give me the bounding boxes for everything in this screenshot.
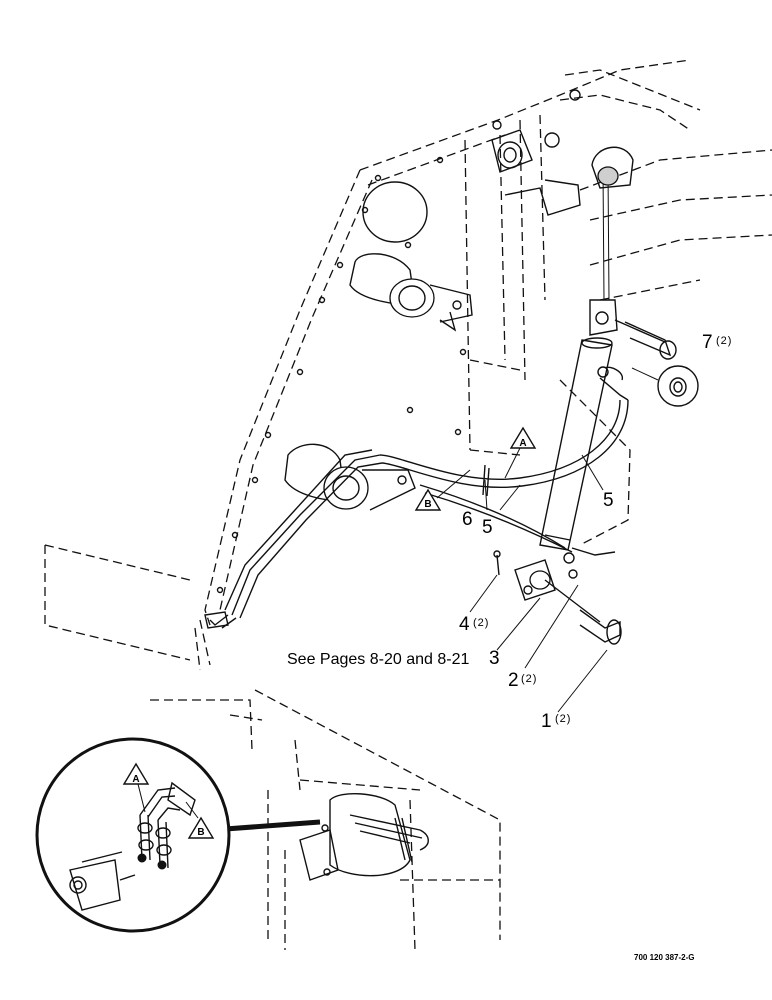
reference-note: See Pages 8-20 and 8-21	[287, 651, 469, 668]
frame-opening	[362, 181, 428, 243]
valve-block	[299, 792, 429, 881]
svg-text:7: 7	[702, 332, 713, 353]
svg-text:B: B	[424, 499, 431, 510]
marker-a-detail: A	[122, 762, 150, 813]
svg-text:1: 1	[541, 711, 552, 732]
svg-text:2: 2	[508, 670, 519, 691]
document-number: 700 120 387-2-G	[634, 953, 695, 962]
svg-text:5: 5	[603, 490, 614, 511]
hydraulic-cylinder	[539, 146, 634, 551]
lower-panel	[44, 544, 501, 951]
callout-3: 3	[489, 648, 500, 669]
bolt-small	[493, 550, 501, 576]
upper-hub	[349, 253, 473, 332]
svg-text:B: B	[197, 827, 204, 838]
svg-text:(2): (2)	[716, 335, 732, 347]
svg-text:3: 3	[489, 648, 500, 669]
hose-assemblies	[209, 399, 629, 629]
marker-b-detail: B	[185, 801, 215, 839]
frame-outline	[204, 59, 772, 626]
washer-detail	[631, 365, 699, 407]
callout-4: 4 (2)	[459, 614, 489, 635]
svg-text:4: 4	[459, 614, 470, 635]
marker-b-main: B	[414, 469, 471, 511]
lower-frame-bracket	[194, 611, 229, 671]
marker-a-main: A	[504, 426, 537, 479]
pin-upper	[614, 319, 677, 360]
svg-text:5: 5	[482, 517, 493, 538]
lower-hub	[284, 443, 416, 511]
callout-5-upper: 5	[603, 490, 614, 511]
pin-lower	[544, 579, 622, 645]
svg-text:(2): (2)	[473, 617, 489, 629]
callout-leaders	[469, 454, 608, 713]
upper-pivot	[491, 89, 581, 216]
callout-1: 1 (2)	[541, 711, 571, 732]
svg-text:A: A	[519, 438, 526, 449]
clevis-anchor	[514, 559, 556, 601]
detail-view	[35, 737, 231, 933]
svg-text:A: A	[132, 774, 139, 785]
callout-5-lower: 5	[482, 517, 493, 538]
svg-text:(2): (2)	[555, 713, 571, 725]
svg-text:6: 6	[462, 509, 473, 530]
callout-6: 6	[462, 509, 473, 530]
frame-holes	[216, 156, 467, 594]
callout-2: 2 (2)	[508, 670, 537, 691]
svg-text:(2): (2)	[521, 673, 537, 685]
callout-7: 7 (2)	[702, 332, 732, 353]
